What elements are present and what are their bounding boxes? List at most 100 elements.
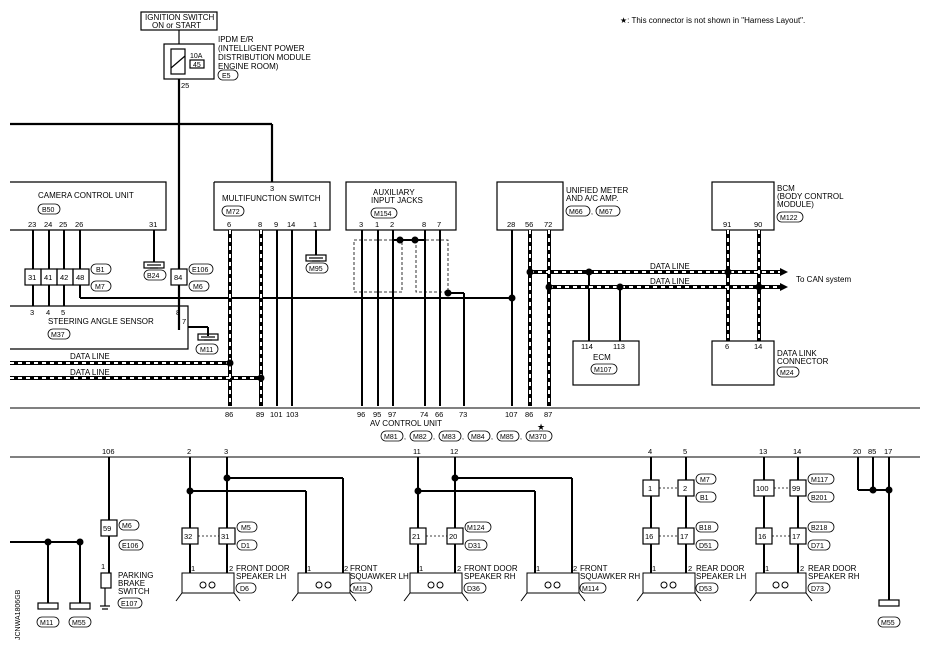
conn-m84 <box>467 430 491 442</box>
front-squawker-lh-symbol <box>291 572 357 602</box>
rear-door-speaker-lh-label-2: SPEAKER LH <box>696 572 746 581</box>
conn-label: M7 <box>700 477 710 484</box>
joint-pin: 1 <box>648 484 652 493</box>
data-line-label: DATA LINE <box>70 352 110 361</box>
av-lower-pin: 5 <box>683 447 687 456</box>
parking-brake-label-3: SWITCH <box>118 587 150 596</box>
av-pin: 89 <box>256 410 264 419</box>
conn-label: B218 <box>811 525 827 532</box>
conn-b218 <box>807 521 835 533</box>
av-lower-pin: 12 <box>450 447 458 456</box>
conn-b24 <box>143 269 167 281</box>
front-squawker-rh-symbol <box>520 572 586 602</box>
front-door-speaker-lh-symbol <box>175 572 241 602</box>
conn-label: M117 <box>811 477 828 484</box>
harness-note: ★: This connector is not shown in "Harne… <box>620 16 805 25</box>
av-pin: 66 <box>435 410 443 419</box>
conn-d31 <box>464 539 488 551</box>
conn-m83 <box>438 430 462 442</box>
conn-label: M11 <box>200 347 213 354</box>
joint-pin: 21 <box>412 532 420 541</box>
ipdm-label: IPDM E/R <box>218 35 254 44</box>
parking-brake-label-2: BRAKE <box>118 579 145 588</box>
camera-pin: 24 <box>44 220 52 229</box>
conn-label: E107 <box>121 601 137 608</box>
conn-label: B50 <box>42 207 55 214</box>
conn-label: B1 <box>96 267 105 274</box>
conn-e5 <box>217 69 239 81</box>
joint-pin: 84 <box>174 273 182 282</box>
speaker-pin: 1 <box>536 564 540 573</box>
conn-m82 <box>409 430 433 442</box>
conn-label: M122 <box>780 215 798 222</box>
unified-meter-label: UNIFIED METER <box>566 186 628 195</box>
front-door-speaker-rh-symbol <box>403 572 469 602</box>
conn-m67 <box>595 205 621 217</box>
speaker-pin: 1 <box>419 564 423 573</box>
bcm-label-3: MODULE) <box>777 200 814 209</box>
joint-pin: 32 <box>184 532 192 541</box>
conn-m117 <box>807 473 835 485</box>
rear-door-speaker-lh-symbol <box>636 572 702 602</box>
svg-text:,: , <box>491 434 493 441</box>
conn-m81 <box>380 430 404 442</box>
conn-label: D73 <box>811 586 824 593</box>
conn-label: B1 <box>700 495 709 502</box>
av-lower-pin: 17 <box>884 447 892 456</box>
av-lower-pin: 4 <box>648 447 652 456</box>
conn-m154 <box>370 207 398 219</box>
av-pin: 74 <box>420 410 428 419</box>
conn-label: D6 <box>240 586 249 593</box>
av-lower-pin: 2 <box>187 447 191 456</box>
aux-pin: 1 <box>375 220 379 229</box>
camera-pin: 31 <box>149 220 157 229</box>
conn-label: M82 <box>413 434 427 441</box>
camera-pin: 26 <box>75 220 83 229</box>
conn-b1 <box>90 263 112 275</box>
camera-pin: 25 <box>59 220 67 229</box>
speaker-pin: 1 <box>191 564 195 573</box>
av-pin: 87 <box>544 410 552 419</box>
conn-label: M37 <box>51 332 65 339</box>
bcm-label: BCM <box>777 184 795 193</box>
joint-pin: 31 <box>28 273 36 282</box>
data-line-label: DATA LINE <box>70 368 110 377</box>
multifunction-top-pin: 3 <box>270 184 274 193</box>
conn-e107 <box>117 597 143 609</box>
meter-pin: 72 <box>544 220 552 229</box>
av-pin: 97 <box>388 410 396 419</box>
conn-m107 <box>590 363 618 375</box>
conn-b18 <box>695 521 719 533</box>
av-lower-pin: 13 <box>759 447 767 456</box>
speaker-pin: 2 <box>688 564 692 573</box>
conn-label: B24 <box>147 273 160 280</box>
ecm-pin: 114 <box>581 342 593 351</box>
speaker-pin: 2 <box>229 564 233 573</box>
multifunction-pin: 1 <box>313 220 317 229</box>
joint-pin: 17 <box>680 532 688 541</box>
av-pin: 101 <box>270 410 283 419</box>
rear-door-speaker-lh-label: REAR DOOR <box>696 564 745 573</box>
ignition-label: IGNITION SWITCH <box>145 13 215 22</box>
speaker-pin: 1 <box>765 564 769 573</box>
av-lower-pin: 20 <box>853 447 861 456</box>
svg-text:,: , <box>404 434 406 441</box>
joint-pin: 41 <box>44 273 52 282</box>
bcm-pin: 91 <box>723 220 731 229</box>
conn-m13 <box>349 582 373 594</box>
conn-d73 <box>807 582 831 594</box>
steering-pin: 4 <box>46 308 50 317</box>
conn-m95 <box>305 262 329 274</box>
front-squawker-rh-label-2: SQUAWKER RH <box>580 572 640 581</box>
conn-m11-top <box>195 343 219 355</box>
conn-m37 <box>47 328 71 340</box>
conn-label: B201 <box>811 495 827 502</box>
ipdm-label-4: ENGINE ROOM) <box>218 62 279 71</box>
ignition-label-2: ON or START <box>152 21 201 30</box>
conn-d36 <box>463 582 487 594</box>
conn-m85 <box>496 430 520 442</box>
svg-text:,: , <box>433 434 435 441</box>
conn-m6-lower <box>118 519 140 531</box>
conn-label: M85 <box>500 434 514 441</box>
conn-label: D71 <box>811 543 824 550</box>
